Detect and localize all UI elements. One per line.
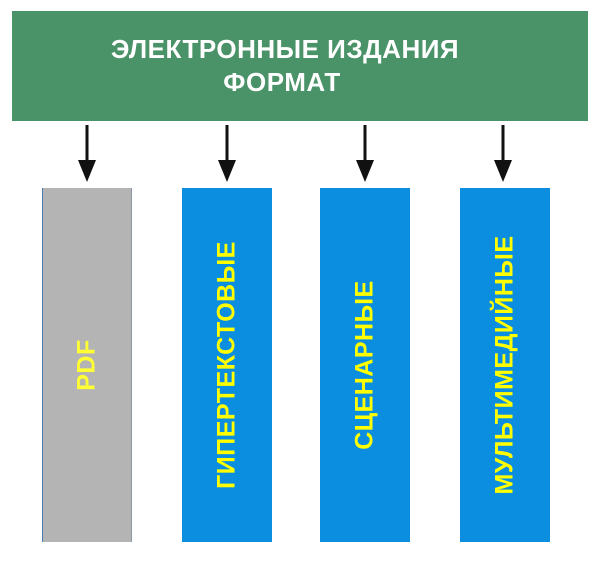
- column-scenario: СЦЕНАРНЫЕ: [320, 188, 410, 542]
- arrow-to-scenario: [356, 125, 374, 182]
- arrow-to-multimedia: [494, 125, 512, 182]
- arrow-to-hypertext: [218, 125, 236, 182]
- column-pdf-label: PDF: [72, 339, 101, 391]
- arrow-to-pdf: [78, 125, 96, 182]
- column-hypertext-label: ГИПЕРТЕКСТОВЫЕ: [212, 241, 241, 489]
- column-multimedia-label: МУЛЬТИМЕДИЙНЫЕ: [490, 235, 519, 495]
- header-title: ЭЛЕКТРОННЫЕ ИЗДАНИЯ: [110, 34, 460, 64]
- column-multimedia: МУЛЬТИМЕДИЙНЫЕ: [460, 188, 550, 542]
- header-subtitle: ФОРМАТ: [223, 67, 341, 97]
- header-box: ЭЛЕКТРОННЫЕ ИЗДАНИЯ ФОРМАТ: [12, 11, 588, 121]
- column-hypertext: ГИПЕРТЕКСТОВЫЕ: [182, 188, 272, 542]
- column-pdf: PDF: [42, 188, 132, 542]
- column-scenario-label: СЦЕНАРНЫЕ: [350, 280, 379, 450]
